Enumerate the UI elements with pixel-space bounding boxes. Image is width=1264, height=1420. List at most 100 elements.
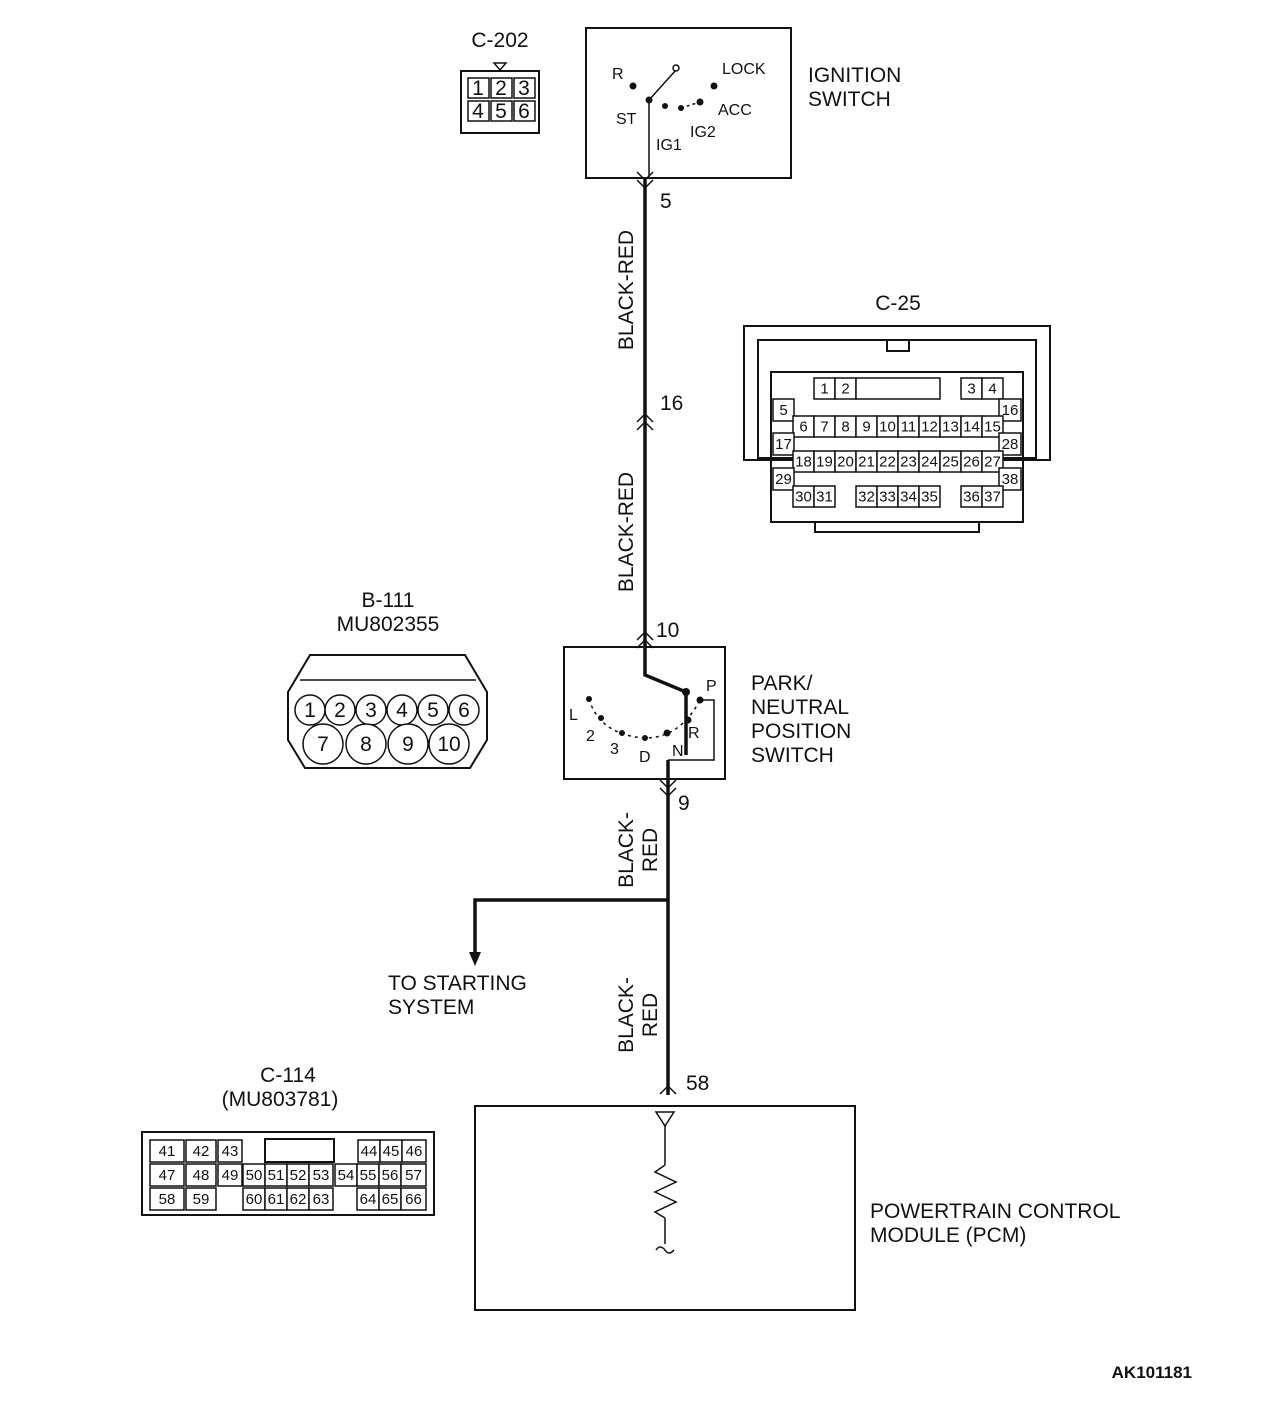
ignition-switch-blade: [648, 69, 677, 101]
terminal-58: 58: [686, 1072, 709, 1095]
c25-pin: 37: [984, 489, 1001, 506]
c202-cell: [513, 100, 536, 122]
chevron-5-a: [636, 171, 654, 182]
pos-2: 2: [586, 728, 595, 745]
c202-pin: 3: [518, 77, 530, 100]
c114-pin: 65: [382, 1191, 399, 1208]
wire-label-2: BLACK-RED: [615, 472, 638, 592]
c114-pin: 43: [222, 1143, 239, 1160]
b111-pin-circle: [417, 694, 449, 726]
c202-pin: 1: [472, 77, 484, 100]
pos-p: P: [706, 678, 717, 695]
c202-cell: [467, 100, 490, 122]
b111-pin: 9: [402, 733, 414, 756]
c25-base: [814, 521, 980, 533]
c25-cell: [998, 432, 1022, 456]
pnp-internal-link: [668, 699, 715, 761]
contact-d: [642, 735, 648, 741]
contact-r-pnp: [684, 716, 692, 724]
connector-c202: C-202 1 2 3 4 5 6: [460, 29, 540, 134]
terminal-9: 9: [678, 792, 690, 815]
c25-pin: 7: [820, 419, 828, 436]
c25-cell: [918, 485, 941, 508]
b111-pin: 7: [317, 733, 329, 756]
pos-ig1: IG1: [656, 137, 682, 154]
chevron-10-a: [636, 630, 654, 641]
c25-pin: 31: [816, 489, 833, 506]
terminal-5: 5: [660, 190, 672, 213]
c114-pin: 41: [159, 1143, 176, 1160]
c114-cell: [185, 1139, 217, 1163]
c25-pin: 28: [1002, 436, 1019, 453]
chevron-16-b: [636, 420, 654, 431]
b111-pin-circle: [324, 694, 356, 726]
c114-cell: [400, 1163, 427, 1187]
pos-acc: ACC: [718, 102, 752, 119]
c114-pin: 55: [360, 1167, 377, 1184]
c202-shell: [460, 70, 540, 134]
c114-cell: [400, 1187, 427, 1211]
contact-r: [629, 82, 637, 90]
c25-pin: 10: [879, 419, 896, 436]
pos-n: N: [672, 743, 684, 760]
c25-cell: [772, 467, 795, 491]
b111-pin-circle: [345, 723, 387, 765]
c114-cell: [401, 1139, 427, 1163]
c114-pin: 64: [360, 1191, 377, 1208]
c25-pin: 27: [984, 454, 1001, 471]
c202-cell: [490, 77, 513, 99]
b111-shell: [287, 654, 488, 769]
c114-pin: 54: [338, 1167, 355, 1184]
c114-pin: 47: [159, 1167, 176, 1184]
blade-pivot: [672, 64, 680, 72]
diagram-code: AK101181: [1112, 1363, 1192, 1382]
c114-pin: 51: [268, 1167, 285, 1184]
c25-pin: 13: [942, 419, 959, 436]
c114-pin: 63: [313, 1191, 330, 1208]
c25-latch: [886, 339, 910, 352]
contact-st: [645, 96, 653, 104]
c114-shell: [141, 1131, 435, 1216]
contact-p: [682, 688, 690, 696]
b111-pin: 3: [365, 699, 377, 722]
c25-pin: 12: [921, 419, 938, 436]
c114-pin: 66: [405, 1191, 422, 1208]
pos-3: 3: [610, 741, 619, 758]
b111-part: MU802355: [337, 613, 440, 636]
chevron-10-b: [636, 638, 654, 649]
b111-pin: 6: [458, 699, 470, 722]
c114-part: (MU803781): [222, 1088, 339, 1111]
c25-blank-cell: [855, 377, 941, 400]
pnp-switch-box: [563, 646, 726, 780]
c25-pin: 36: [963, 489, 980, 506]
c25-pin: 1: [820, 381, 828, 398]
b111-pin: 4: [396, 699, 408, 722]
c25-pin: 26: [963, 454, 980, 471]
c202-cell: [490, 100, 513, 122]
c25-pin: 8: [841, 419, 849, 436]
b111-pin-circle: [302, 723, 344, 765]
wire-ign-to-pnp: [643, 178, 688, 755]
c202-key-icon: [492, 62, 508, 72]
c114-pin: 42: [193, 1143, 210, 1160]
c114-pin: 46: [406, 1143, 423, 1160]
c25-cell: [813, 485, 836, 508]
c25-pin: 32: [858, 489, 875, 506]
pos-l: L: [569, 707, 578, 724]
ignition-switch-box: [585, 27, 792, 179]
c25-cell: [998, 467, 1022, 491]
b111-id: B-111: [362, 589, 415, 612]
wire-label-4: BLACK-RED: [615, 977, 662, 1053]
c114-pin: 61: [268, 1191, 285, 1208]
c25-cell: [998, 398, 1022, 422]
c114-pin: 60: [246, 1191, 263, 1208]
c114-pin: 52: [290, 1167, 307, 1184]
c114-pin: 44: [361, 1143, 378, 1160]
